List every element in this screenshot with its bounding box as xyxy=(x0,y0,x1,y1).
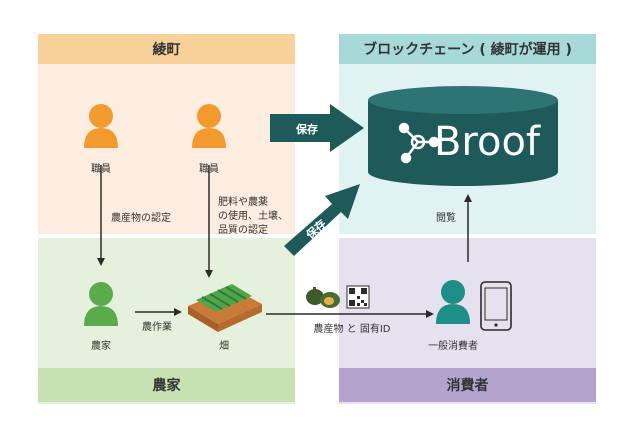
certify-label: 農産物の認定 xyxy=(111,213,171,224)
field-label: 畑 xyxy=(219,341,229,352)
save-arrow-diagonal xyxy=(284,184,360,256)
broof-database-icon xyxy=(368,86,558,186)
field-icon xyxy=(188,284,262,332)
broof-logo-icon xyxy=(398,122,440,164)
save-arrow-horizontal xyxy=(270,104,364,152)
inputs-label-line1: 肥料や農薬 xyxy=(218,197,268,208)
blockchain-title: ブロックチェーン ( 綾町が運用 ) xyxy=(363,42,572,58)
inputs-label-line3: 品質の認定 xyxy=(218,225,268,236)
product-id-label: 農産物 と 固有ID xyxy=(313,324,391,335)
staff-right-person-icon xyxy=(192,104,226,148)
farmer-label: 農家 xyxy=(91,341,111,352)
blockchain-header: ブロックチェーン ( 綾町が運用 ) xyxy=(339,34,596,64)
qr-code-icon xyxy=(346,285,370,309)
farmer-header: 農家 xyxy=(38,368,295,402)
ayacho-panel xyxy=(38,34,295,234)
staff-left-person-icon xyxy=(84,104,118,148)
ayacho-header: 綾町 xyxy=(38,34,295,64)
staff-right-label: 職員 xyxy=(199,164,219,175)
consumer-header: 消費者 xyxy=(339,368,596,402)
consumer-title: 消費者 xyxy=(446,378,489,394)
save-horizontal-label: 保存 xyxy=(296,123,318,136)
smartphone-icon xyxy=(480,281,512,331)
farm-work-label: 農作業 xyxy=(142,322,172,333)
consumer-person-icon xyxy=(436,280,470,324)
ayacho-title: 綾町 xyxy=(152,42,181,58)
farmer-person-icon xyxy=(84,282,118,326)
inputs-label-line2: の使用、土壌、 xyxy=(218,211,288,222)
farmer-title: 農家 xyxy=(152,378,181,394)
view-label: 閲覧 xyxy=(436,213,456,224)
pumpkin-icon xyxy=(306,287,340,308)
broof-logo-text: Broof xyxy=(433,119,541,165)
staff-left-label: 職員 xyxy=(91,164,111,175)
arrows xyxy=(97,165,472,318)
consumer-label: 一般消費者 xyxy=(428,341,478,352)
